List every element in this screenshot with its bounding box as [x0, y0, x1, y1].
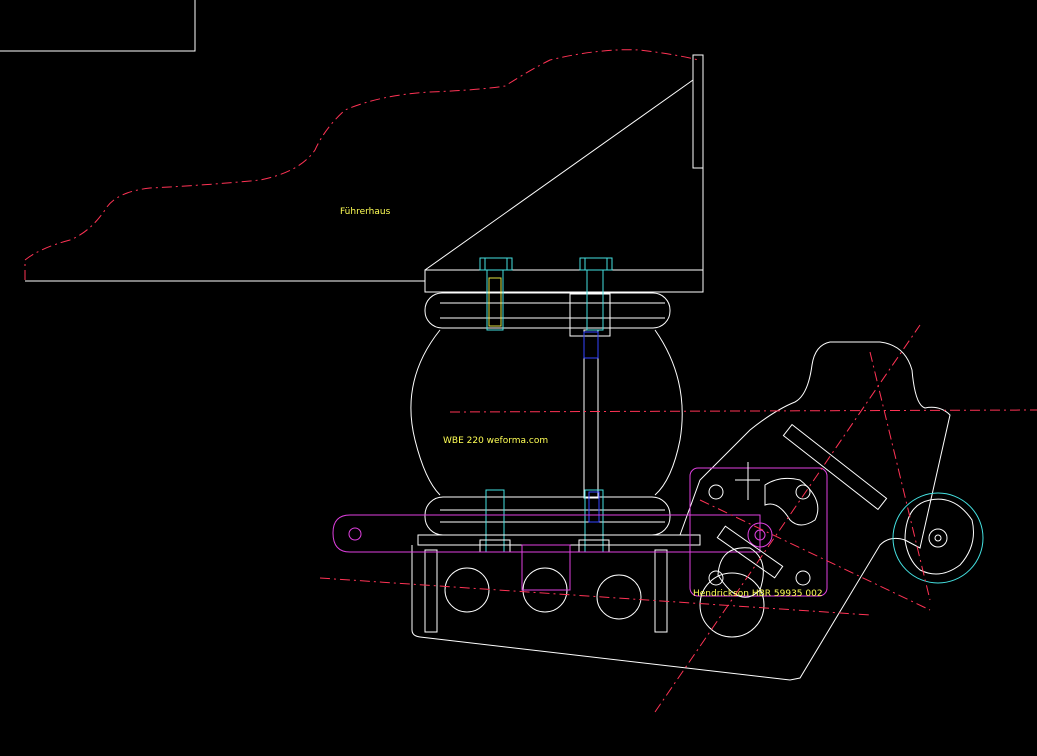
bolt-upper-right	[579, 257, 613, 359]
spring-arm	[332, 467, 828, 597]
air-spring-label: WBE 220 weforma.com	[443, 436, 548, 446]
hanger-details	[699, 423, 888, 638]
bolt-upper-left	[479, 257, 513, 331]
hanger-label: Hendrickson HBR 59935 002	[693, 589, 823, 599]
centerlines	[319, 324, 1037, 713]
cab-label: Führerhaus	[340, 207, 391, 217]
roller	[892, 492, 984, 584]
bolt-lower-left	[479, 489, 511, 553]
cab-bracket	[25, 54, 704, 293]
title-block-frame	[0, 0, 196, 52]
air-spring	[410, 292, 683, 536]
bolt-lower-right	[578, 489, 610, 553]
cab-outline	[24, 49, 699, 280]
